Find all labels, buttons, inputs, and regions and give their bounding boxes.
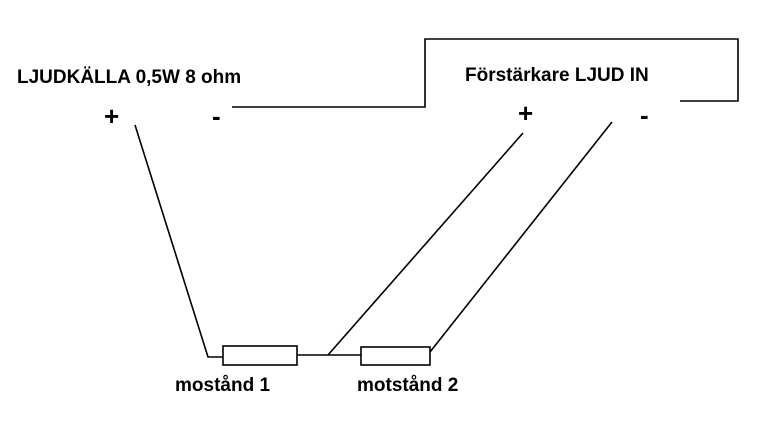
amplifier-minus-sign: - bbox=[640, 100, 649, 130]
wire-amplifier-minus bbox=[429, 121, 613, 353]
amplifier-title: Förstärkare LJUD IN bbox=[465, 65, 649, 86]
resistor-1 bbox=[222, 345, 298, 366]
source-title: LJUDKÄLLA 0,5W 8 ohm bbox=[17, 67, 241, 88]
amplifier-box bbox=[232, 38, 739, 108]
amplifier-plus-sign: + bbox=[518, 98, 533, 128]
resistor-2 bbox=[360, 346, 431, 366]
wire-amplifier-plus bbox=[327, 132, 524, 356]
wire-source-plus bbox=[134, 124, 224, 358]
resistor-1-label: mostånd 1 bbox=[175, 375, 270, 396]
resistor-2-label: motstånd 2 bbox=[357, 375, 458, 396]
source-minus-sign: - bbox=[212, 101, 221, 131]
source-plus-sign: + bbox=[104, 101, 119, 131]
